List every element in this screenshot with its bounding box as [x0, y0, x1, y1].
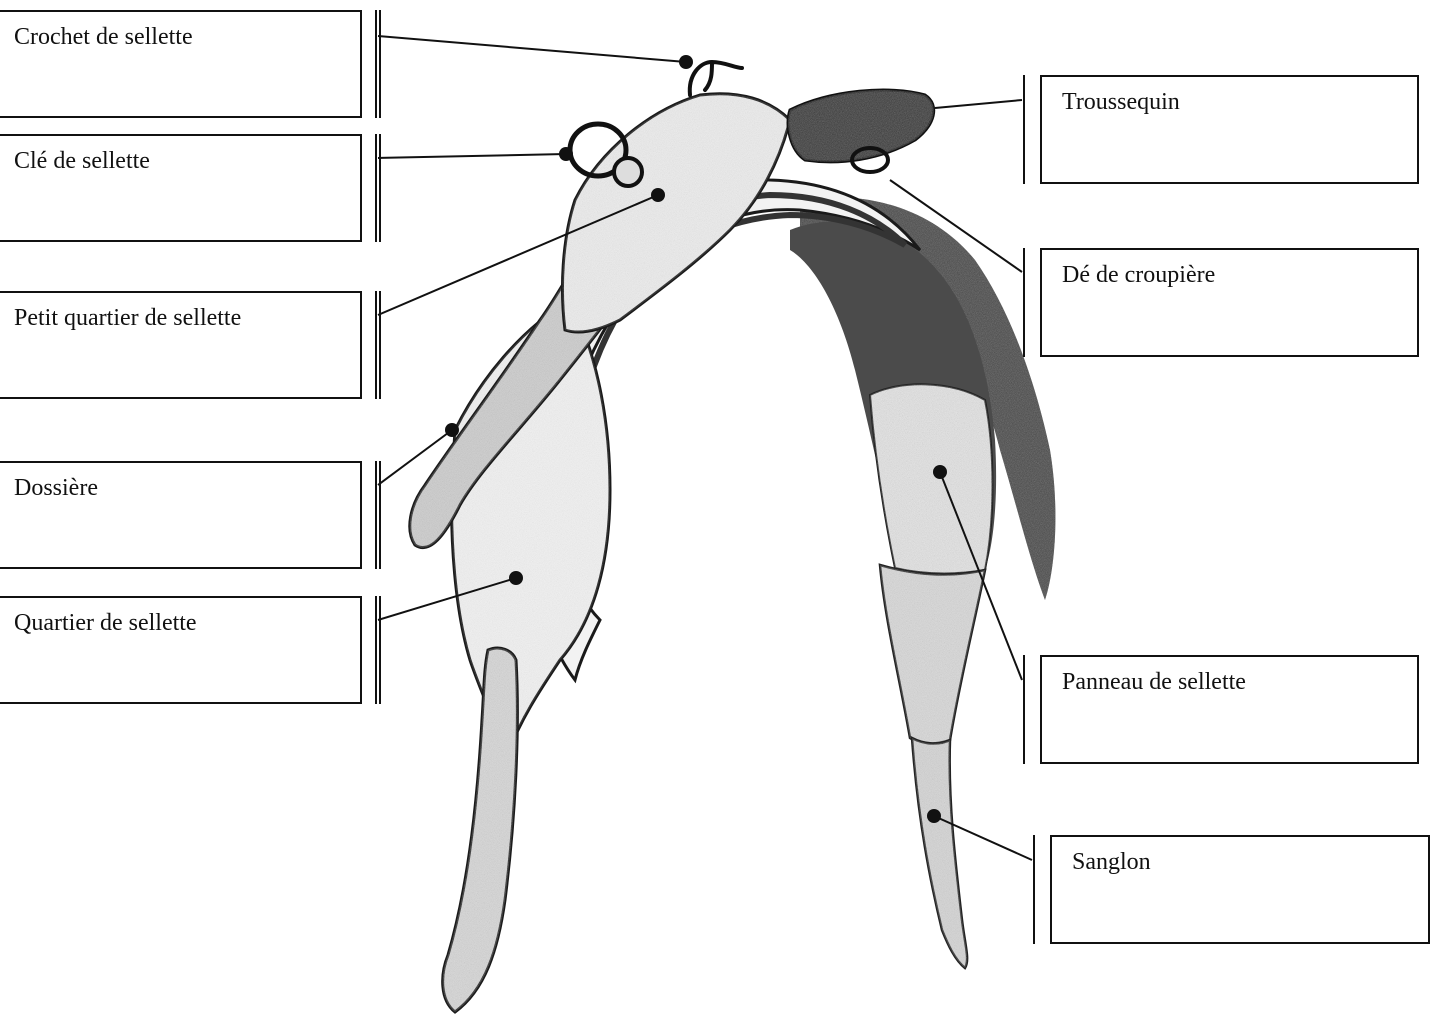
label-crochet: Crochet de sellette	[14, 24, 193, 50]
label-cle: Clé de sellette	[14, 148, 150, 174]
label-box-dossiere[interactable]: Dossière	[0, 461, 362, 569]
dot-crochet	[679, 55, 693, 69]
label-box-cle[interactable]: Clé de sellette	[0, 134, 362, 242]
label-box-crochet[interactable]: Crochet de sellette	[0, 10, 362, 118]
label-de-croupiere: Dé de croupière	[1062, 262, 1215, 288]
label-box-quartier[interactable]: Quartier de sellette	[0, 596, 362, 704]
right-lower-quartier	[880, 565, 985, 744]
label-box-panneau[interactable]: Panneau de sellette	[1040, 655, 1419, 764]
label-dossiere: Dossière	[14, 475, 98, 501]
crochet-hook	[690, 62, 742, 95]
leader-troussequin	[935, 100, 1022, 108]
dot-panneau	[933, 465, 947, 479]
dot-petit-quartier	[651, 188, 665, 202]
dot-quartier	[509, 571, 523, 585]
left-strap	[443, 648, 518, 1012]
leader-cle	[378, 154, 566, 158]
dot-cle	[559, 147, 573, 161]
label-petit-quartier: Petit quartier de sellette	[14, 305, 241, 331]
label-quartier: Quartier de sellette	[14, 610, 197, 636]
label-panneau: Panneau de sellette	[1062, 669, 1246, 695]
label-sanglon: Sanglon	[1072, 849, 1151, 875]
dot-sanglon	[927, 809, 941, 823]
label-troussequin: Troussequin	[1062, 89, 1180, 115]
dot-dossiere	[445, 423, 459, 437]
label-box-petit-quartier[interactable]: Petit quartier de sellette	[0, 291, 362, 399]
label-box-de-croupiere[interactable]: Dé de croupière	[1040, 248, 1419, 357]
label-box-troussequin[interactable]: Troussequin	[1040, 75, 1419, 184]
leader-crochet	[378, 36, 686, 62]
label-box-sanglon[interactable]: Sanglon	[1050, 835, 1430, 944]
right-strap	[912, 738, 967, 968]
